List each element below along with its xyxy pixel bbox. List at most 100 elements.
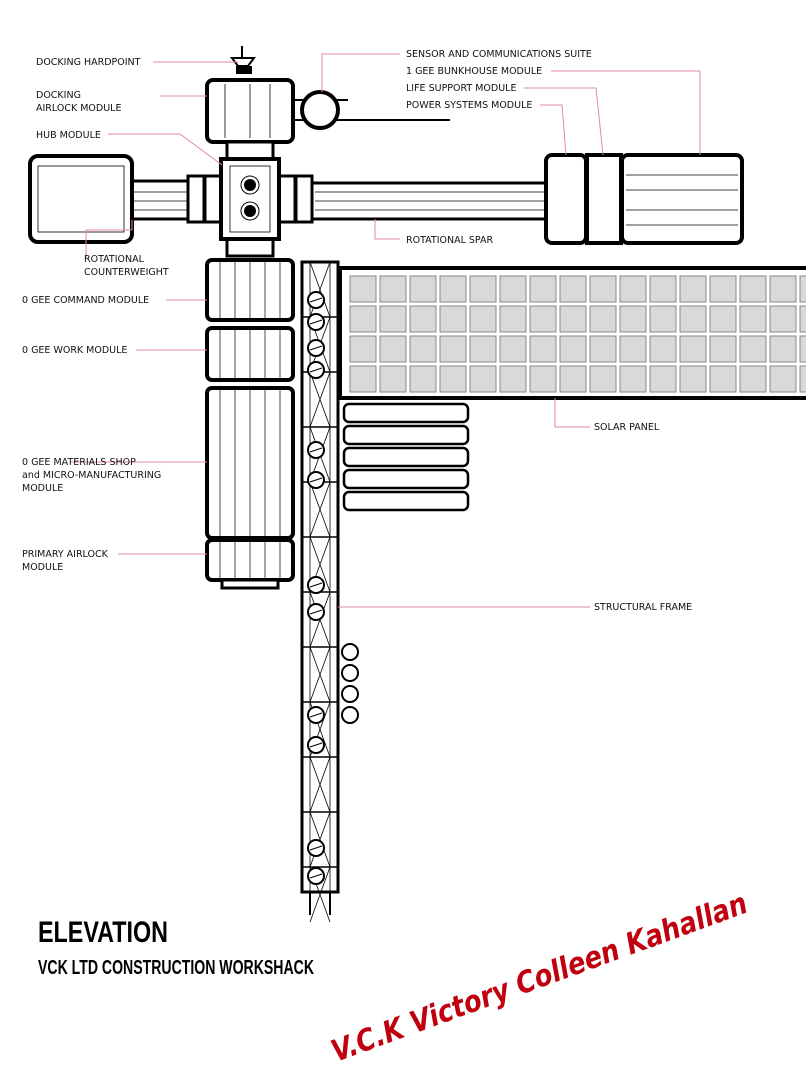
labels: DOCKING HARDPOINT DOCKING AIRLOCK MODULE…: [22, 49, 692, 613]
solar-cell: [559, 335, 587, 363]
solar-cell: [499, 365, 527, 393]
truss-brace: [309, 811, 331, 868]
solar-cell: [679, 335, 707, 363]
label-docking-airlock: DOCKING: [36, 90, 81, 101]
fitting-mark: [309, 297, 323, 303]
tank: [342, 402, 470, 424]
bunkhouse-module: [620, 153, 744, 245]
label-primary-airlock: PRIMARY AIRLOCK: [22, 549, 109, 560]
solar-cell: [379, 365, 407, 393]
tank: [342, 490, 470, 512]
solar-cell: [409, 365, 437, 393]
solar-cell: [379, 275, 407, 303]
solar-cell: [739, 275, 767, 303]
docking-airlock-module: [205, 78, 295, 144]
truss-brace: [309, 866, 331, 923]
tank: [342, 446, 470, 468]
solar-cell: [709, 275, 737, 303]
fitting-mark: [309, 319, 323, 325]
solar-cell: [709, 305, 737, 333]
solar-cell: [349, 305, 377, 333]
storage-tanks: [342, 402, 470, 512]
solar-cell: [769, 335, 797, 363]
signature: V.C.K Victory Colleen Kahallan: [327, 886, 752, 1069]
frame-fitting-icon: [341, 664, 359, 682]
solar-cell: [649, 335, 677, 363]
label-sensor-suite: SENSOR AND COMMUNICATIONS SUITE: [406, 49, 592, 60]
solar-cell: [469, 275, 497, 303]
solar-cell: [349, 365, 377, 393]
solar-cell: [799, 365, 806, 393]
solar-cell: [469, 305, 497, 333]
leader-lines: [70, 53, 701, 608]
label-hub-module: HUB MODULE: [36, 130, 101, 141]
solar-cell: [469, 335, 497, 363]
solar-cell: [439, 275, 467, 303]
solar-cell: [529, 365, 557, 393]
solar-cell: [499, 335, 527, 363]
solar-cell: [739, 305, 767, 333]
fitting-mark: [309, 873, 323, 879]
solar-cell: [739, 365, 767, 393]
label-docking-airlock-2: AIRLOCK MODULE: [36, 103, 121, 114]
fitting-mark: [309, 582, 323, 588]
solar-cell: [679, 365, 707, 393]
solar-cell: [499, 275, 527, 303]
label-docking-hardpoint: DOCKING HARDPOINT: [36, 57, 141, 68]
fitting-mark: [309, 447, 323, 453]
solar-cell: [529, 305, 557, 333]
solar-cell: [799, 305, 806, 333]
fitting-mark: [309, 477, 323, 483]
power-systems-module: [544, 153, 588, 245]
label-rotational-spar: ROTATIONAL SPAR: [406, 235, 494, 246]
fitting-mark: [309, 845, 323, 851]
solar-cell: [529, 335, 557, 363]
label-life-support: LIFE SUPPORT MODULE: [406, 83, 516, 94]
solar-cell: [649, 305, 677, 333]
label-counterweight: ROTATIONAL: [84, 254, 145, 265]
solar-cell: [499, 305, 527, 333]
solar-cell: [619, 305, 647, 333]
truss-brace: [309, 756, 331, 813]
docking-hardpoint: [230, 46, 256, 74]
label-work-module: 0 GEE WORK MODULE: [22, 345, 127, 356]
frame-fittings: [307, 291, 359, 885]
solar-cell: [769, 305, 797, 333]
solar-cell: [559, 275, 587, 303]
rotational-spar: [126, 174, 550, 224]
solar-cell: [739, 335, 767, 363]
solar-cell: [409, 335, 437, 363]
label-counterweight-2: COUNTERWEIGHT: [84, 267, 169, 278]
label-power-systems: POWER SYSTEMS MODULE: [406, 100, 532, 111]
solar-cell: [529, 275, 557, 303]
solar-cell: [709, 335, 737, 363]
solar-cell: [439, 335, 467, 363]
drawing-title: ELEVATION: [38, 916, 168, 949]
label-materials: 0 GEE MATERIALS SHOP: [22, 457, 136, 468]
solar-cell: [679, 275, 707, 303]
solar-cell: [439, 305, 467, 333]
solar-cell: [409, 305, 437, 333]
solar-cell: [769, 275, 797, 303]
solar-cell: [349, 275, 377, 303]
solar-cell: [649, 275, 677, 303]
label-command-module: 0 GEE COMMAND MODULE: [22, 295, 149, 306]
fitting-mark: [309, 609, 323, 615]
solar-cell: [799, 275, 806, 303]
fitting-mark: [309, 742, 323, 748]
frame-fitting-icon: [341, 685, 359, 703]
solar-cell: [409, 275, 437, 303]
solar-cell: [799, 335, 806, 363]
fitting-mark: [309, 345, 323, 351]
solar-cell: [439, 365, 467, 393]
rotational-counterweight: [28, 154, 134, 244]
solar-panel: [338, 266, 806, 400]
label-bunkhouse: 1 GEE BUNKHOUSE MODULE: [406, 66, 542, 77]
fitting-mark: [309, 712, 323, 718]
solar-cell: [589, 365, 617, 393]
sensor-communications-suite: [292, 90, 450, 130]
solar-cell: [559, 305, 587, 333]
drawing-subtitle: VCK LTD CONSTRUCTION WORKSHACK: [38, 957, 314, 979]
truss-brace: [309, 481, 331, 538]
